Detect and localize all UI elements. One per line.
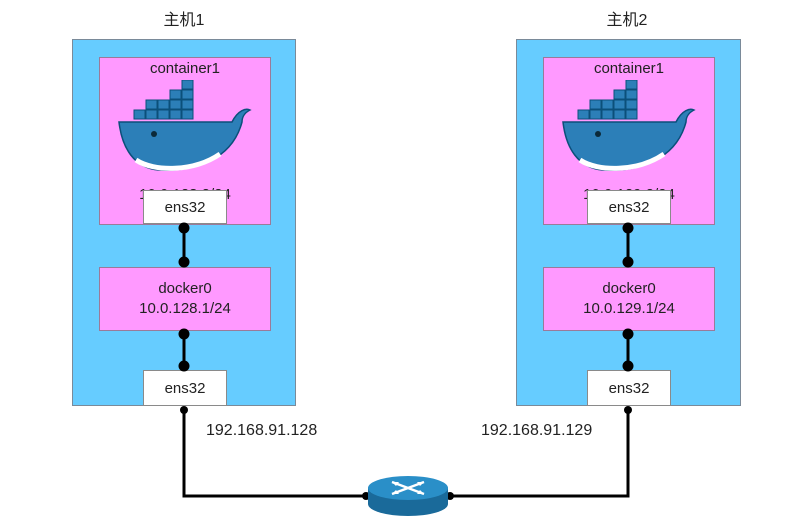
host2-router-link xyxy=(450,410,630,498)
host1-bridge-ip: 10.0.128.1/24 xyxy=(139,300,231,317)
host2-host-iface: ens32 xyxy=(587,370,671,406)
host1-host-iface: ens32 xyxy=(143,370,227,406)
host2-container-iface: ens32 xyxy=(587,190,671,224)
host1-title: 主机1 xyxy=(163,12,205,29)
host2-title: 主机2 xyxy=(606,12,648,29)
host2-link-bridge-iface xyxy=(622,328,634,372)
host2-bridge-box: docker0 10.0.129.1/24 xyxy=(543,267,715,331)
host1-bridge-name: docker0 xyxy=(158,280,212,297)
host2-ip: 192.168.91.129 xyxy=(481,422,593,439)
host2-box: container1 10.0.129.2/24 ens32 docker0 1… xyxy=(516,39,741,406)
host1-ip: 192.168.91.128 xyxy=(206,422,318,439)
host2-bridge-ip: 10.0.129.1/24 xyxy=(583,300,675,317)
host2-container-box: container1 10.0.129.2/24 xyxy=(543,57,715,225)
docker-whale-icon xyxy=(562,80,696,171)
host1-link-container-bridge xyxy=(178,222,190,268)
host2-bridge-name: docker0 xyxy=(602,280,656,297)
host1-router-link xyxy=(182,410,366,498)
host1-link-bridge-iface xyxy=(178,328,190,372)
host1-container-name: container1 xyxy=(149,60,221,77)
docker-whale-icon xyxy=(118,80,252,171)
host1-container-iface: ens32 xyxy=(143,190,227,224)
host2-container-name: container1 xyxy=(593,60,665,77)
host2-link-container-bridge xyxy=(622,222,634,268)
host1-bridge-box: docker0 10.0.128.1/24 xyxy=(99,267,271,331)
router-icon xyxy=(368,476,448,516)
